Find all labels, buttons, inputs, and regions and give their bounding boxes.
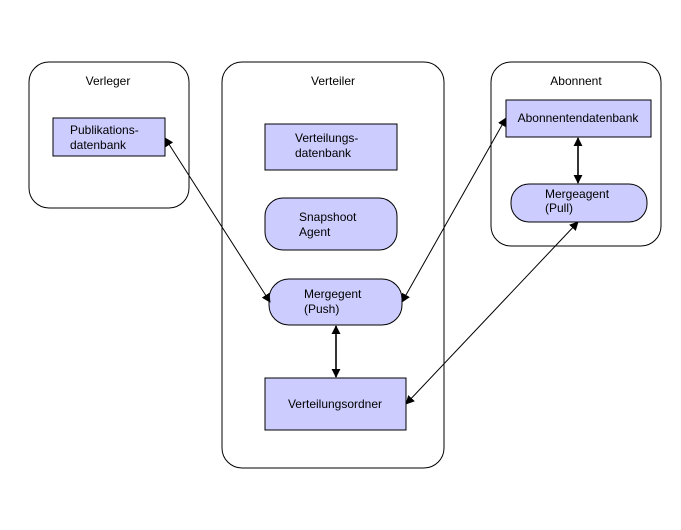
node-abonnentendatenbank-line-1: Abonnentendatenbank — [518, 111, 640, 125]
node-snapshoot-agent: Snapshoot Agent — [264, 197, 398, 251]
node-verteilungsdatenbank-line-2: datenbank — [295, 146, 352, 160]
svg-text:Mergeagent (Pull): Mergeagent (Pull) — [545, 187, 612, 215]
node-verteilungsordner: Verteilungsordner — [264, 377, 407, 431]
node-mergeagent-push: Mergegent (Push) — [268, 278, 403, 326]
node-publikationsdatenbank: Publikations- datenbank — [52, 117, 166, 157]
svg-text:Verteilungs- datenbank: Verteilungs- datenbank — [295, 131, 362, 160]
edge-mergeagent-pull-to-verteilungsordner — [405, 221, 579, 405]
node-mergeagent-push-line-1: Mergegent — [304, 287, 362, 301]
svg-text:Publikations- datenbank: Publikations- datenbank — [70, 123, 142, 152]
node-mergeagent-pull: Mergeagent (Pull) — [510, 183, 648, 223]
container-verteiler-label: Verteiler — [311, 74, 355, 88]
node-mergeagent-push-line-2: (Push) — [304, 302, 339, 316]
node-publikationsdatenbank-line-1: Publikations- — [70, 123, 139, 137]
svg-text:Mergegent (Push): Mergegent (Push) — [304, 287, 365, 316]
node-verteilungsdatenbank-line-1: Verteilungs- — [295, 131, 358, 145]
svg-text:Abonnentendatenbank: Abonnentendatenbank — [518, 111, 640, 125]
svg-text:Verteilungsordner: Verteilungsordner — [288, 397, 382, 411]
node-snapshoot-agent-line-2: Agent — [299, 225, 331, 239]
node-publikationsdatenbank-line-2: datenbank — [70, 138, 127, 152]
node-verteilungsdatenbank: Verteilungs- datenbank — [264, 123, 398, 171]
edge-publikation-to-mergeagent-push — [164, 137, 271, 303]
node-mergeagent-pull-line-1: Mergeagent — [545, 187, 610, 201]
container-abonnent-label: Abonnent — [550, 74, 602, 88]
node-mergeagent-pull-line-2: (Pull) — [545, 201, 573, 215]
node-abonnentendatenbank: Abonnentendatenbank — [505, 99, 652, 138]
container-verleger-label: Verleger — [86, 74, 131, 88]
node-snapshoot-agent-line-1: Snapshoot — [299, 210, 357, 224]
svg-text:Snapshoot Agent: Snapshoot Agent — [299, 210, 360, 239]
node-verteilungsordner-line-1: Verteilungsordner — [288, 397, 382, 411]
